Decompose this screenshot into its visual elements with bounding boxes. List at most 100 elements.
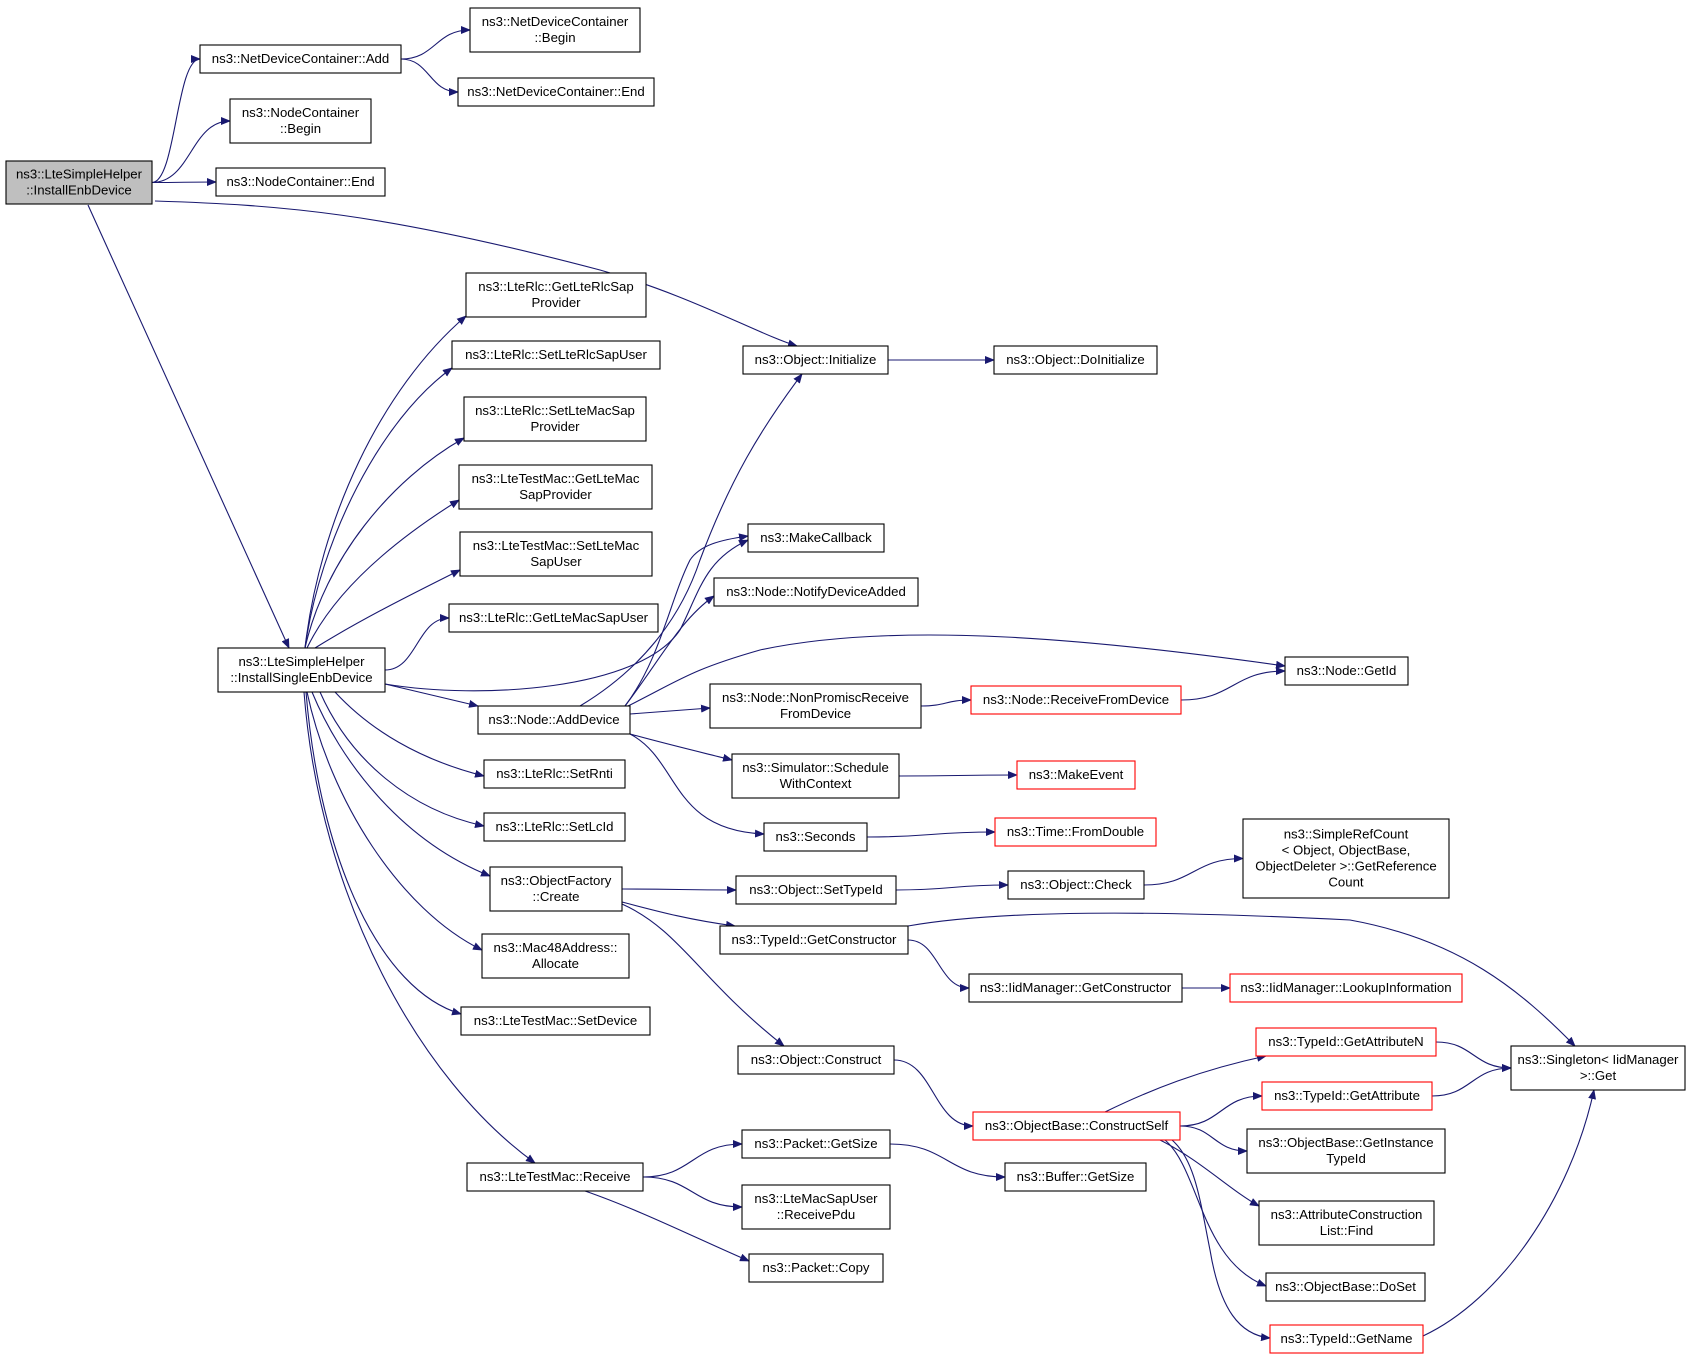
call-arrow [384,683,479,708]
node-box [483,759,626,789]
function-node[interactable]: ns3::LteRlc::GetLteMacSapUser [448,603,659,633]
node-label: ns3::Node::AddDevice [488,712,619,727]
function-node[interactable]: ns3::Buffer::GetSize [1004,1162,1147,1192]
call-arrow [621,885,737,894]
node-box [463,396,647,442]
function-node[interactable]: ns3::NetDeviceContainer::Begin [469,7,641,53]
function-node[interactable]: ns3::LteTestMac::Receive [466,1162,644,1192]
function-node[interactable]: ns3::NetDeviceContainer::Add [199,44,402,74]
function-node[interactable]: ns3::TypeId::GetAttribute [1261,1081,1433,1111]
function-node[interactable]: ns3::Node::NotifyDeviceAdded [713,577,919,607]
node-box [477,705,631,735]
node-box [1261,1081,1433,1111]
call-arrow [311,691,491,877]
function-node[interactable]: ns3::ObjectBase::DoSet [1265,1272,1426,1302]
node-box [1242,818,1450,899]
function-node[interactable]: ns3::Object::Initialize [742,345,889,375]
call-edge-n20-n49 [642,1176,743,1211]
function-node[interactable]: ns3::LteRlc::SetLteRlcSapUser [451,340,661,370]
call-arrow [920,696,972,707]
call-arrow [907,912,1576,1047]
function-node[interactable]: ns3::LteRlc::SetLcId [483,812,626,842]
node-box [742,345,889,375]
node-label: ns3::LteRlc::SetLteRlcSapUser [465,347,647,362]
call-arrow [400,58,459,96]
function-node[interactable]: ns3::Object::Check [1007,870,1145,900]
function-node[interactable]: ns3::Packet::GetSize [741,1129,891,1159]
call-arrow [893,1059,974,1130]
function-node[interactable]: ns3::Seconds [763,822,868,852]
node-box [1265,1272,1426,1302]
function-node[interactable]: ns3::LteSimpleHelper::InstallSingleEnbDe… [217,647,386,693]
node-box [217,647,386,693]
node-label: ns3::NetDeviceContainer::Add [212,51,389,66]
node-label: ns3::TypeId::GetConstructor [732,932,898,947]
function-node[interactable]: ns3::Object::DoInitialize [993,345,1158,375]
node-box [489,866,623,912]
call-edge-n26-n30 [898,771,1018,780]
call-arrow [304,367,453,649]
call-arrow [305,691,462,1016]
function-node[interactable]: ns3::TypeId::GetAttributeN [1255,1027,1437,1057]
function-node[interactable]: ns3::Object::Construct [737,1045,895,1075]
function-node[interactable]: ns3::Time::FromDouble [994,817,1157,847]
function-node[interactable]: ns3::LteRlc::SetRnti [483,759,626,789]
node-label: ns3::LteRlc::GetLteMacSapUser [459,610,649,625]
root-function-node[interactable]: ns3::LteSimpleHelper::InstallEnbDevice [5,160,153,205]
node-label: ns3::Packet::GetSize [754,1136,877,1151]
node-box [229,98,372,144]
function-node[interactable]: ns3::Node::AddDevice [477,705,631,735]
call-edge-n33-n34 [1143,854,1244,886]
function-node[interactable]: ns3::TypeId::GetConstructor [719,925,909,955]
node-box [1269,1324,1424,1354]
node-label: ns3::Object::Check [1020,877,1132,892]
call-edge-n35-n38 [907,912,1576,1047]
function-node[interactable]: ns3::Node::GetId [1284,656,1409,686]
function-node[interactable]: ns3::TypeId::GetName [1269,1324,1424,1354]
function-node[interactable]: ns3::Singleton< IidManager>::Get [1510,1045,1686,1091]
node-label: ns3::Object::DoInitialize [1006,352,1145,367]
function-node[interactable]: ns3::MakeCallback [747,523,885,553]
function-node[interactable]: ns3::MakeEvent [1016,760,1136,790]
function-node[interactable]: ns3::NodeContainer::Begin [229,98,372,144]
function-node[interactable]: ns3::IidManager::LookupInformation [1229,973,1463,1003]
node-box [719,925,909,955]
function-node[interactable]: ns3::SimpleRefCount< Object, ObjectBase,… [1242,818,1450,899]
call-arrow [1104,1053,1267,1113]
nodes: ns3::LteSimpleHelper::InstallEnbDevicens… [5,7,1686,1354]
node-box [469,7,641,53]
node-box [994,817,1157,847]
node-label: ns3::Mac48Address:: [494,940,618,955]
call-edge-n29-n28 [1180,667,1286,701]
node-box [459,531,653,577]
function-node[interactable]: ns3::Object::SetTypeId [735,875,897,905]
node-label: ns3::NodeContainer [242,105,360,120]
call-arrow [624,533,749,707]
call-arrow [642,1140,743,1178]
function-node[interactable]: ns3::LteMacSapUser::ReceivePdu [741,1184,891,1230]
function-node[interactable]: ns3::Mac48Address::Allocate [481,933,630,979]
node-box [741,1129,891,1159]
node-label: ns3::AttributeConstruction [1271,1207,1423,1222]
function-node[interactable]: ns3::Packet::Copy [748,1253,884,1283]
function-node[interactable]: ns3::ObjectFactory::Create [489,866,623,912]
call-edge-n7-n17 [311,691,491,877]
node-label: ns3::LteRlc::SetLteMacSap [475,403,635,418]
function-node[interactable]: ns3::IidManager::GetConstructor [968,973,1183,1003]
node-box [748,1253,884,1283]
function-node[interactable]: ns3::LteTestMac::SetDevice [460,1006,651,1036]
node-label: WithContext [780,776,852,791]
function-node[interactable]: ns3::NetDeviceContainer::End [457,77,655,107]
function-node[interactable]: ns3::ObjectBase::ConstructSelf [972,1111,1181,1141]
node-label: Allocate [532,956,579,971]
function-node[interactable]: ns3::Node::ReceiveFromDevice [970,685,1182,715]
function-node[interactable]: ns3::NodeContainer::End [215,167,386,197]
